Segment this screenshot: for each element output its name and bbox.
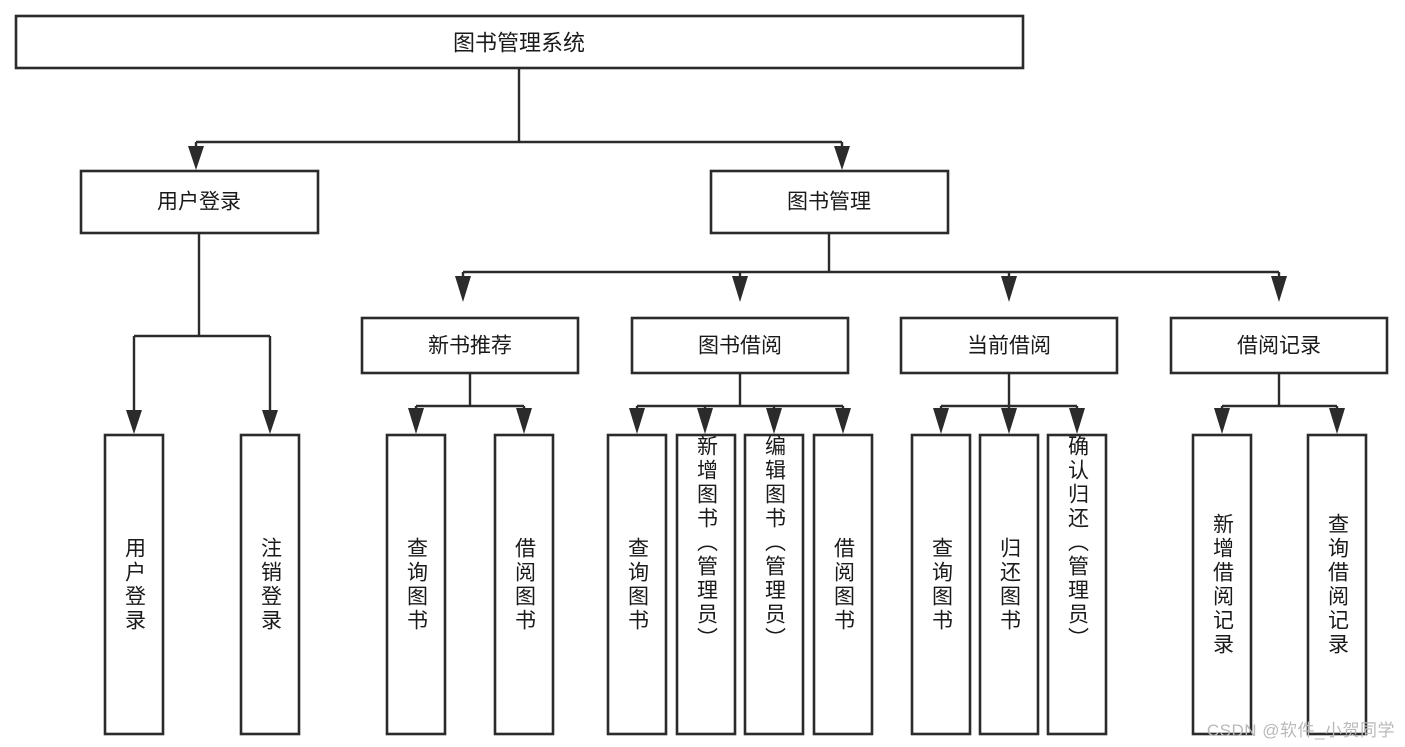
connector-borrow-to-leaves [629,373,851,434]
node-root[interactable]: 图书管理系统 [14,14,1025,70]
leaf-box-logout[interactable] [239,433,301,736]
connector-book-mgmt-to-level3 [455,233,1287,302]
leaf-box-query-borrow-record[interactable] [1306,433,1368,736]
node-root-label: 图书管理系统 [453,31,585,56]
leaf-boxes [103,433,1368,736]
node-user-login-label: 用户登录 [157,191,241,214]
node-book-management[interactable]: 图书管理 [709,169,950,235]
node-book-management-label: 图书管理 [787,191,871,214]
leaf-box-return-book[interactable] [978,433,1040,736]
leaf-box-add-book-admin[interactable] [675,433,737,736]
connector-new-book-to-leaves [408,373,532,434]
node-user-login[interactable]: 用户登录 [79,169,320,235]
leaf-box-query-book-1[interactable] [385,433,447,736]
leaf-box-query-book-2[interactable] [606,433,668,736]
connector-current-borrow-to-leaves [933,373,1085,434]
node-new-book-recommend-label: 新书推荐 [428,335,512,358]
leaf-box-confirm-return-admin[interactable] [1046,433,1108,736]
leaf-box-borrow-book-2[interactable] [812,433,874,736]
node-borrow-record[interactable]: 借阅记录 [1169,316,1389,375]
node-book-borrow[interactable]: 图书借阅 [630,316,850,375]
node-book-borrow-label: 图书借阅 [698,335,782,358]
leaf-box-query-book-3[interactable] [910,433,972,736]
leaf-box-add-borrow-record[interactable] [1191,433,1253,736]
node-borrow-record-label: 借阅记录 [1237,335,1321,358]
connector-root-to-level2 [188,68,850,170]
node-current-borrow[interactable]: 当前借阅 [899,316,1119,375]
node-current-borrow-label: 当前借阅 [967,335,1051,358]
leaf-box-borrow-book-1[interactable] [493,433,555,736]
connector-user-login-to-leaves [126,233,278,434]
leaf-box-edit-book-admin[interactable] [743,433,805,736]
connector-borrow-record-to-leaves [1214,373,1345,434]
leaf-box-user-login[interactable] [103,433,165,736]
node-new-book-recommend[interactable]: 新书推荐 [360,316,580,375]
